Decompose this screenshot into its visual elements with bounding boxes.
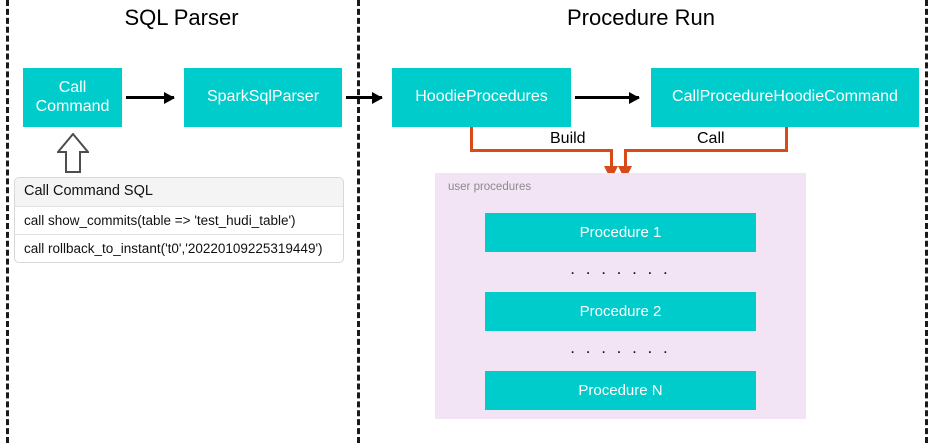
arrow-up-hollow-icon [57, 133, 89, 173]
arrow-right-icon-call-to-spark [126, 96, 174, 99]
sql-list-item: call rollback_to_instant('t0','202201092… [15, 234, 343, 262]
node-hoodie-procedures[interactable]: HoodieProcedures [392, 68, 571, 127]
connector-build-horizontal [470, 149, 613, 152]
procedure-item[interactable]: Procedure N [485, 371, 756, 410]
divider-middle [357, 0, 360, 443]
connector-label-build: Build [545, 130, 591, 148]
divider-right [925, 0, 928, 443]
sql-list-item: call show_commits(table => 'test_hudi_ta… [15, 206, 343, 234]
procedure-ellipsis: . . . . . . . [570, 338, 671, 357]
node-spark-sql-parser[interactable]: SparkSqlParser [184, 68, 342, 127]
connector-call-drop [624, 149, 627, 169]
user-procedures-panel: user procedures Procedure 1 . . . . . . … [435, 173, 806, 419]
connector-build-vertical [470, 127, 473, 152]
connector-call-vertical [785, 127, 788, 152]
arrow-right-icon-hoodie-to-command [575, 96, 639, 99]
procedure-item[interactable]: Procedure 1 [485, 213, 756, 252]
sql-list-header: Call Command SQL [15, 178, 343, 206]
node-call-procedure-hoodie-command[interactable]: CallProcedureHoodieCommand [651, 68, 919, 127]
section-title-sql-parser: SQL Parser [124, 5, 239, 30]
user-procedures-label: user procedures [448, 181, 532, 193]
connector-build-drop [610, 149, 613, 169]
node-call-command[interactable]: Call Command [23, 68, 122, 127]
procedure-ellipsis: . . . . . . . [570, 259, 671, 278]
connector-call-horizontal [624, 149, 788, 152]
connector-label-call: Call [692, 130, 730, 148]
arrow-right-icon-spark-to-hoodie [346, 96, 382, 99]
call-command-sql-list: Call Command SQL call show_commits(table… [14, 177, 344, 263]
divider-left [6, 0, 9, 443]
procedure-item[interactable]: Procedure 2 [485, 292, 756, 331]
section-title-procedure-run: Procedure Run [567, 5, 715, 30]
